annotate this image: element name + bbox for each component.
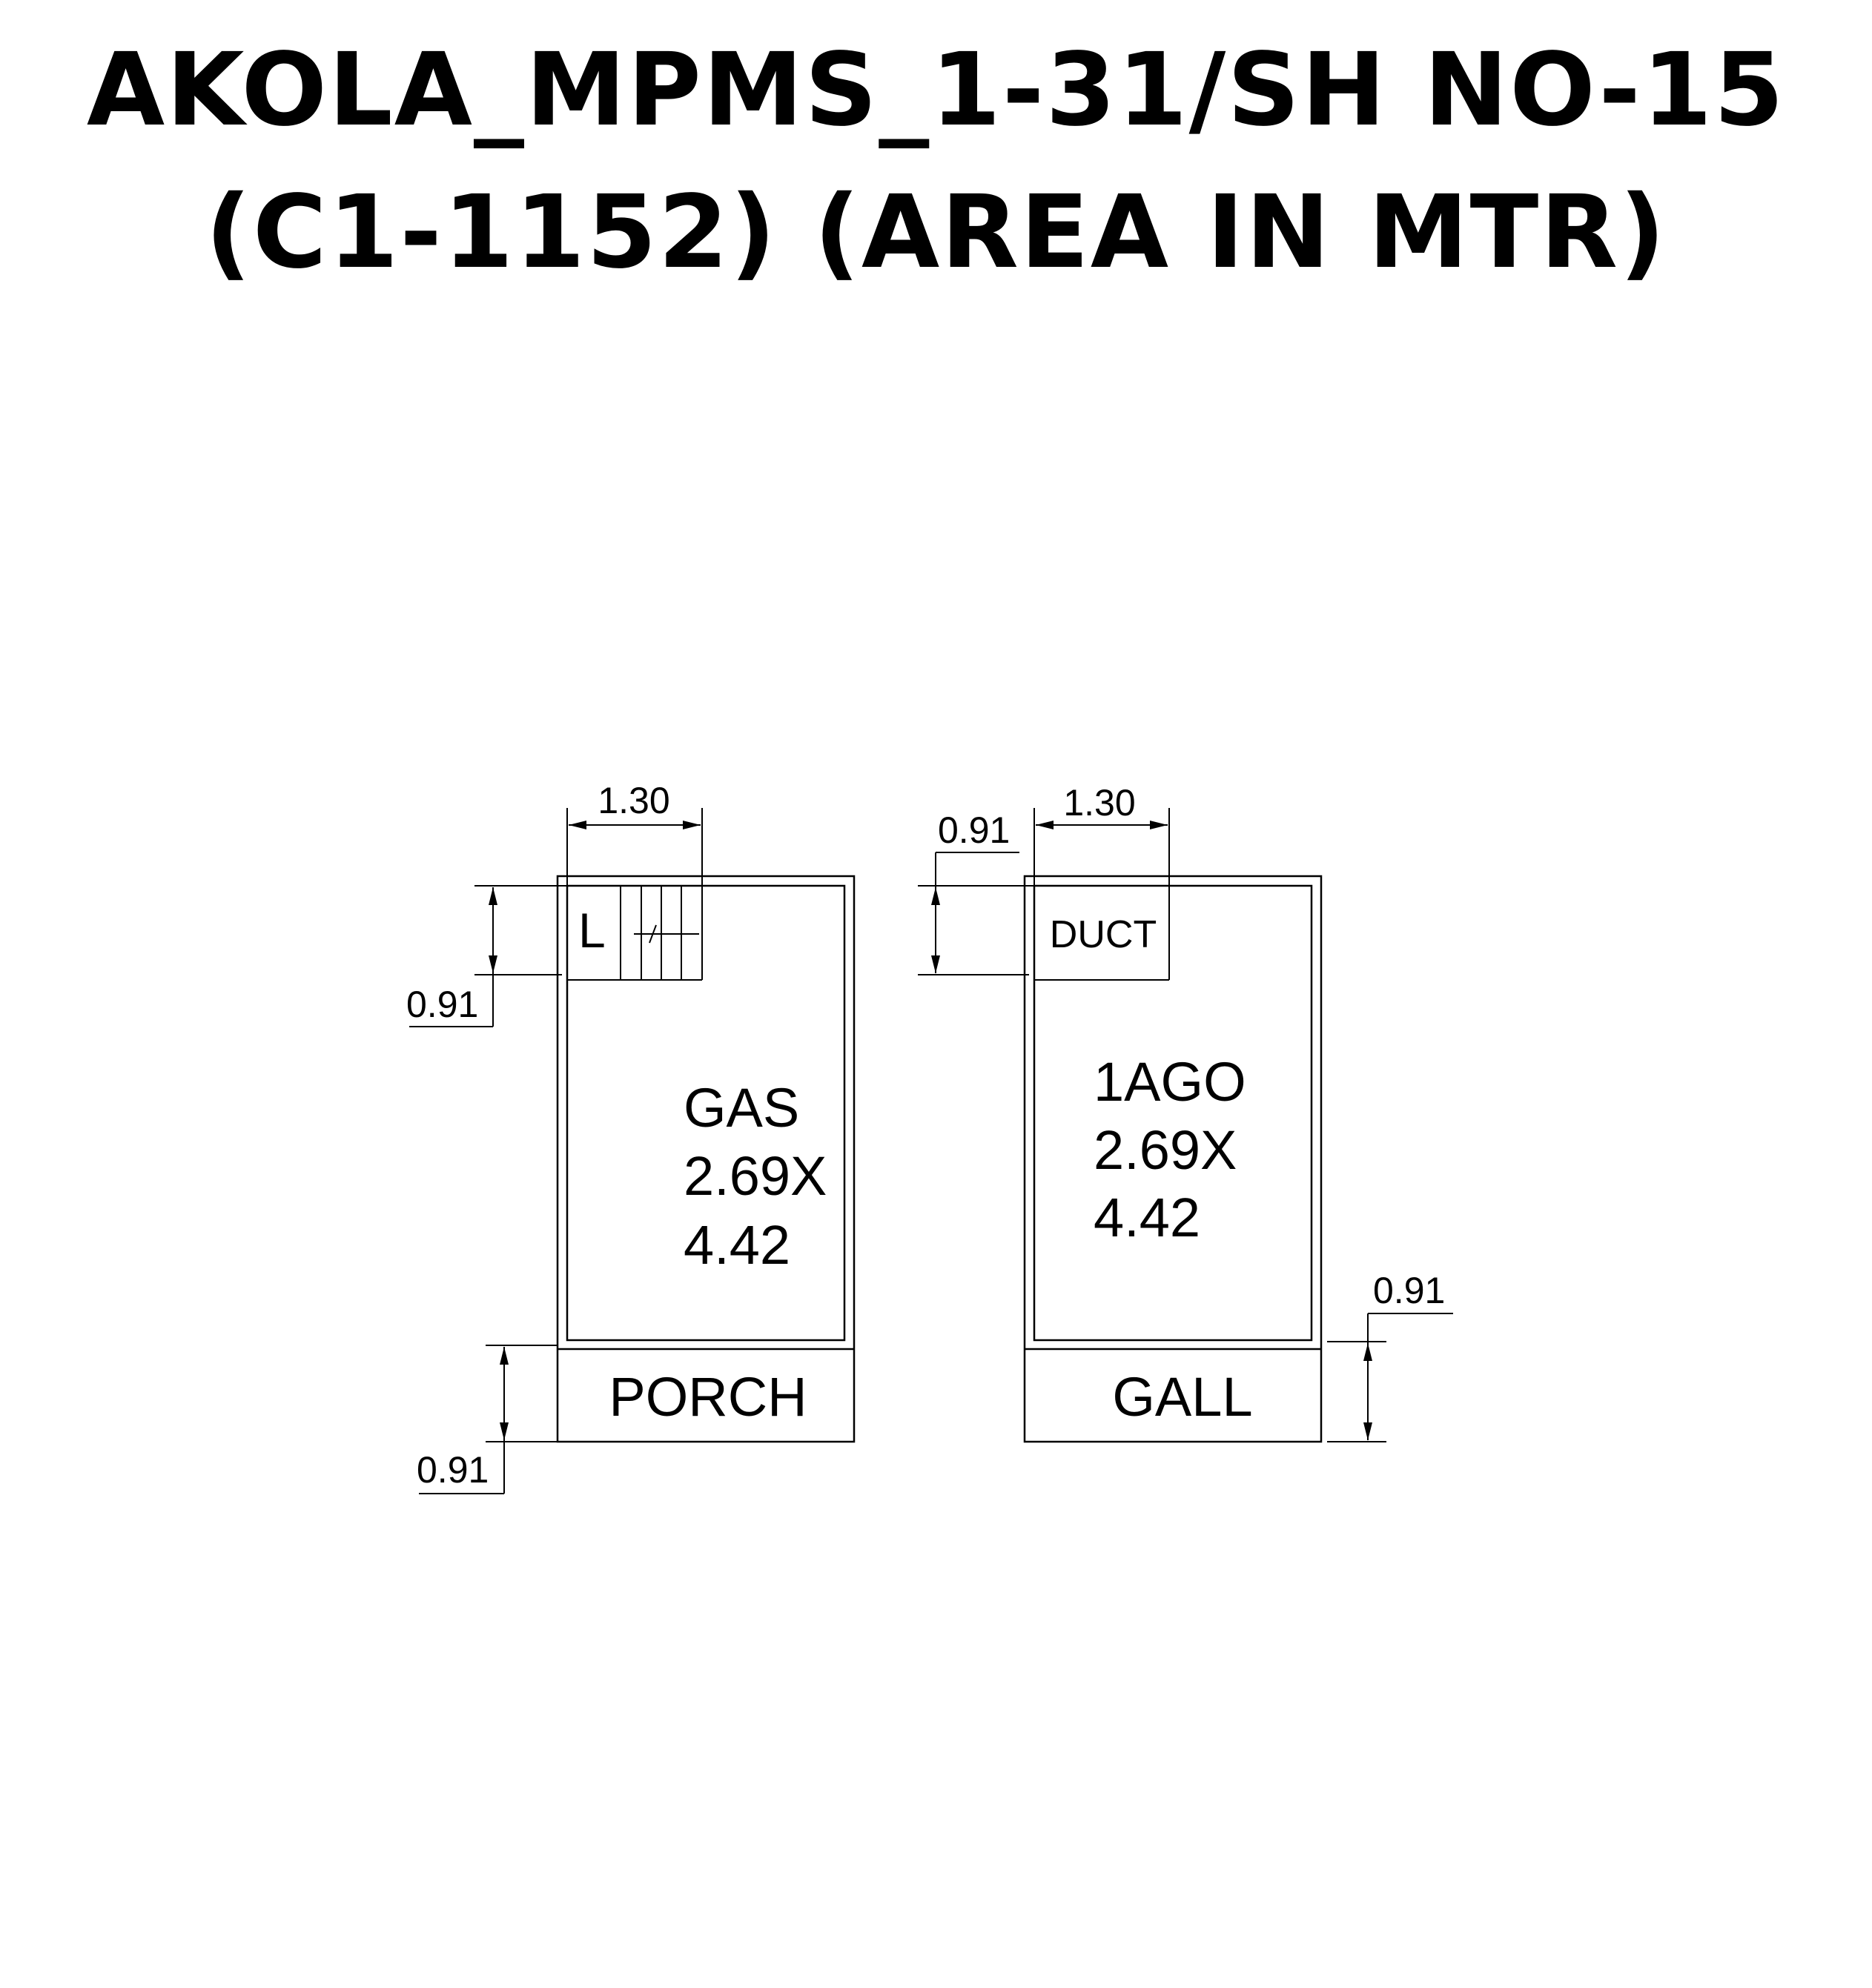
porch-label: PORCH: [609, 1366, 807, 1428]
left-porch-height-dimension: [419, 1345, 558, 1494]
drawing-title-line-1: AKOLA_MPMS_1-31/SH NO-15: [86, 32, 1786, 149]
left-stair-height-value: 0.91: [406, 984, 478, 1025]
right-room-dimension-width: 2.69X: [1094, 1119, 1237, 1181]
right-gall-height-dimension: [1327, 1313, 1453, 1442]
left-top-width-dimension: [566, 808, 703, 886]
left-room-dimension-width: 2.69X: [684, 1145, 827, 1207]
left-stair-height-dimension: [409, 885, 567, 1027]
right-room-inner-wall: [1033, 884, 1313, 1342]
right-duct-height-value: 0.91: [938, 809, 1010, 851]
right-unit-outer-wall: [1023, 875, 1323, 1443]
left-unit-outer-wall: [556, 875, 856, 1443]
left-room-name: GAS: [684, 1077, 799, 1139]
left-porch-height-value: 0.91: [417, 1449, 489, 1491]
right-duct-height-dimension: [918, 852, 1034, 975]
stair-label: L: [578, 903, 606, 958]
gall-label: GALL: [1112, 1366, 1252, 1428]
drawing-title-line-2: (C1-1152) (AREA IN MTR): [205, 174, 1667, 291]
right-top-width-value: 1.30: [1063, 782, 1135, 824]
left-room-dimension-length: 4.42: [684, 1214, 790, 1276]
left-top-width-value: 1.30: [598, 780, 669, 821]
right-room-dimension-length: 4.42: [1094, 1187, 1200, 1248]
left-room-inner-wall: [566, 884, 846, 1342]
duct: [1034, 876, 1170, 981]
duct-label: DUCT: [1050, 913, 1157, 956]
right-top-width-dimension: [1033, 808, 1170, 886]
staircase: [567, 876, 703, 981]
left-unit: L GAS 2.69X 4.42 PORCH 1.30 0.91: [406, 780, 856, 1494]
right-room-name: 1AGO: [1094, 1051, 1246, 1113]
right-unit: DUCT 1AGO 2.69X 4.42 GALL 1.30 0.91: [918, 782, 1453, 1443]
right-gall-height-value: 0.91: [1373, 1270, 1445, 1311]
